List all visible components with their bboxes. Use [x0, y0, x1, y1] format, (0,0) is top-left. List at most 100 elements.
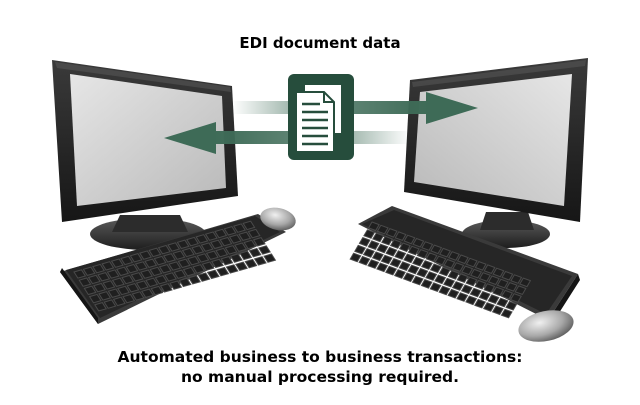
- left-keyboard-key: [182, 266, 196, 277]
- right-keyboard-key: [509, 293, 522, 303]
- left-keyboard-key: [144, 258, 158, 268]
- right-keyboard-key: [434, 255, 447, 266]
- left-keyboard-key: [234, 242, 247, 252]
- left-keyboard-key: [214, 228, 228, 239]
- left-keyboard-key: [167, 242, 181, 252]
- right-keyboard-key: [376, 224, 389, 235]
- right-keyboard-key: [407, 245, 420, 256]
- left-keyboard-key: [223, 226, 237, 236]
- right-keyboard-key: [393, 269, 406, 279]
- right-keyboard-key: [398, 261, 411, 272]
- right-keyboard-key: [438, 285, 451, 296]
- left-keyboard-key: [197, 272, 211, 282]
- document-icon: [288, 74, 354, 160]
- left-keyboard-key: [134, 261, 148, 271]
- right-keyboard-key: [492, 286, 505, 297]
- right-computer: [349, 58, 588, 342]
- left-keyboard-key: [87, 274, 101, 285]
- right-keyboard-key: [385, 265, 398, 276]
- right-keyboard-key: [469, 287, 482, 298]
- left-keyboard-key: [247, 228, 261, 239]
- left-keyboard-key: [210, 239, 223, 250]
- right-keyboard-key: [478, 290, 491, 301]
- caption: Automated business to business transacti…: [0, 347, 640, 387]
- right-keyboard-key: [362, 248, 375, 258]
- right-keyboard-key: [376, 243, 389, 254]
- edi-document-data-label: EDI document data: [239, 34, 401, 52]
- left-keyboard-key: [154, 274, 168, 285]
- right-keyboard-key: [425, 271, 438, 281]
- left-keyboard-key: [242, 220, 256, 231]
- right-keyboard-key: [474, 260, 487, 271]
- left-keyboard-key: [117, 285, 130, 296]
- right-keyboard-key: [460, 284, 473, 295]
- left-keyboard-key: [92, 263, 105, 274]
- right-keyboard-key: [447, 251, 460, 261]
- left-keyboard-key: [263, 253, 277, 263]
- right-keyboard-key: [456, 254, 469, 265]
- left-keyboard-key: [215, 247, 229, 258]
- right-keyboard-key: [465, 257, 478, 268]
- right-keyboard-key: [439, 247, 452, 258]
- right-keyboard-key: [380, 254, 393, 265]
- left-keyboard-key: [157, 244, 171, 255]
- left-keyboard-key: [187, 255, 200, 266]
- right-keyboard-key: [434, 274, 447, 285]
- left-keyboard: [60, 214, 286, 324]
- left-keyboard-key: [98, 291, 112, 301]
- right-keyboard-key: [447, 288, 460, 299]
- left-keyboard-key: [129, 253, 143, 263]
- right-keyboard-key: [367, 240, 380, 251]
- left-keyboard-key: [78, 277, 92, 287]
- left-keyboard-key: [191, 245, 205, 255]
- left-keyboard-key: [159, 283, 173, 293]
- left-keyboard-key: [172, 250, 186, 260]
- left-keyboard-key: [239, 250, 253, 261]
- right-keyboard-key: [385, 246, 398, 257]
- left-keyboard-key: [244, 258, 258, 269]
- right-keyboard-key: [385, 227, 398, 238]
- right-keyboard-key: [447, 269, 460, 280]
- left-keyboard-key: [228, 234, 242, 244]
- right-keyboard-key: [430, 244, 443, 255]
- right-keyboard-key: [381, 235, 394, 246]
- right-keyboard-key: [394, 250, 407, 260]
- left-keyboard-key: [120, 255, 134, 266]
- left-computer: [52, 60, 296, 324]
- right-monitor-neck: [480, 212, 534, 230]
- left-keyboard-key: [177, 258, 191, 269]
- left-keyboard-key: [150, 285, 164, 296]
- left-keyboard-key: [243, 239, 257, 250]
- left-keyboard-key: [169, 280, 183, 290]
- right-keyboard: [349, 206, 580, 324]
- right-keyboard-key: [500, 308, 513, 319]
- right-keyboard-key: [505, 300, 518, 311]
- right-keyboard-key: [421, 241, 434, 251]
- left-keyboard-key: [102, 280, 116, 290]
- right-keyboard-key: [514, 285, 527, 296]
- right-keyboard-key: [367, 259, 380, 269]
- right-keyboard-key: [429, 263, 442, 274]
- left-keyboard-key: [252, 237, 266, 247]
- left-keyboard-key: [149, 266, 163, 277]
- left-keyboard-key: [235, 261, 248, 271]
- right-keyboard-key: [451, 281, 464, 291]
- right-keyboard-key: [491, 305, 504, 316]
- right-keyboard-key: [474, 279, 487, 290]
- right-keyboard-key: [354, 244, 367, 255]
- right-keyboard-key: [482, 302, 495, 312]
- left-keyboard-key: [116, 266, 129, 277]
- right-keyboard-key: [452, 262, 465, 272]
- right-keyboard-key: [496, 278, 509, 289]
- caption-line-1: Automated business to business transacti…: [117, 348, 523, 366]
- left-keyboard-key: [158, 264, 172, 274]
- left-keyboard-key: [233, 223, 246, 233]
- left-keyboard-key: [141, 288, 154, 298]
- right-keyboard-key: [420, 260, 433, 270]
- right-keyboard-key: [416, 267, 429, 278]
- left-keyboard-key: [139, 250, 152, 260]
- right-keyboard-key: [496, 297, 509, 308]
- left-keyboard-key: [107, 288, 121, 298]
- left-keyboard-key: [103, 299, 117, 309]
